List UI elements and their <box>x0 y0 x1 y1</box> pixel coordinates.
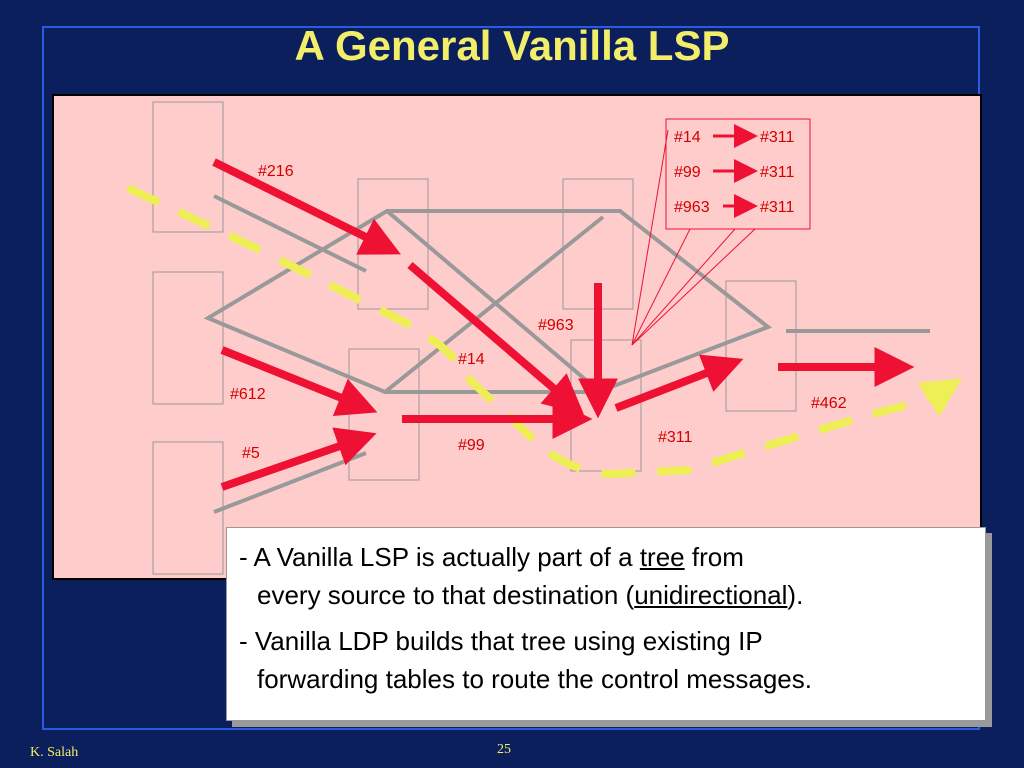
cross-link <box>383 215 605 394</box>
table-row-2-in: #99 <box>674 164 701 181</box>
arrow-5 <box>220 427 377 491</box>
table-row-1-in: #14 <box>674 129 701 146</box>
bullet-1-line-2: every source to that destination (unidir… <box>239 576 975 614</box>
router-box <box>152 441 224 575</box>
callout-lines <box>631 129 756 346</box>
cross-link <box>385 209 602 394</box>
bullet-1-text-end: from <box>684 542 744 572</box>
bullet-2-line-2: forwarding tables to route the control m… <box>257 664 812 694</box>
bullet-2-text: - Vanilla LDP builds that tree using exi… <box>239 626 763 656</box>
router-box <box>725 280 797 412</box>
router-box <box>348 348 420 481</box>
term-unidirectional: unidirectional <box>634 580 788 610</box>
lsp-path <box>126 184 963 479</box>
table-row-1-out: #311 <box>760 129 795 146</box>
lsp-arrows <box>212 158 915 491</box>
router-box <box>152 271 224 405</box>
label-5: #5 <box>242 445 260 462</box>
bullet-2: - Vanilla LDP builds that tree using exi… <box>239 622 975 698</box>
page-number: 25 <box>497 742 511 757</box>
arrow-612 <box>220 346 378 417</box>
bullet-1-text: - A Vanilla LSP is actually part of a <box>239 542 640 572</box>
label-963: #963 <box>538 317 574 334</box>
explanation-box: - A Vanilla LSP is actually part of a tr… <box>226 527 986 721</box>
label-99: #99 <box>458 437 485 454</box>
arrow-216 <box>212 158 401 255</box>
diagram-panel <box>52 94 982 580</box>
bullet-1-line-2-text: every source to that destination ( <box>257 580 635 610</box>
author-footer: K. Salah <box>30 745 79 760</box>
core-ring-link <box>203 209 773 394</box>
table-row-2-out: #311 <box>760 164 795 181</box>
bullet-1-line-2-end: ). <box>787 580 804 610</box>
label-612: #612 <box>230 386 266 403</box>
bullet-1: - A Vanilla LSP is actually part of a tr… <box>239 538 975 614</box>
table-row-3-out: #311 <box>760 199 795 216</box>
arrow-311 <box>614 354 744 412</box>
label-216: #216 <box>258 163 294 180</box>
table-row-3-in: #963 <box>674 199 710 216</box>
label-462: #462 <box>811 395 847 412</box>
slide-title: A General Vanilla LSP <box>294 22 730 69</box>
router-box <box>357 178 429 310</box>
label-table-arrows <box>713 124 758 218</box>
arrow-14 <box>407 261 584 415</box>
label-311: #311 <box>658 429 693 446</box>
label-14: #14 <box>458 351 485 368</box>
term-tree: tree <box>639 542 685 572</box>
edge-link <box>213 194 367 273</box>
